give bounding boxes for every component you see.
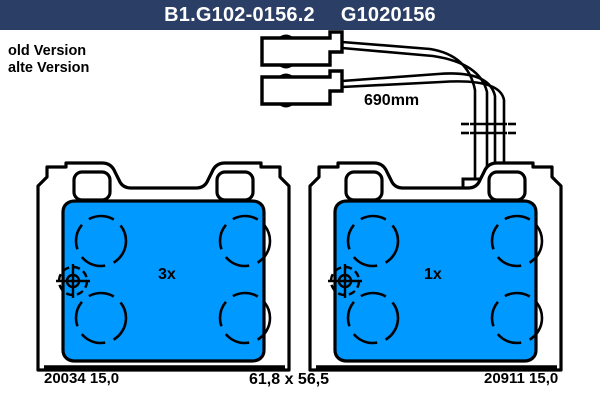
version-note: old Version alte Version	[8, 43, 89, 77]
right-pad-part-number-label: 20911 15,0	[484, 370, 559, 387]
pad-dimension-label: 61,8 x 56,5	[249, 371, 330, 388]
part-code-text: B1.G102-0156.2	[164, 3, 315, 26]
bore-marks-right	[346, 214, 544, 345]
retention-hole-right-2	[487, 170, 527, 202]
retention-hole-right-1	[344, 170, 384, 202]
left-pad-quantity-label: 3x	[158, 266, 176, 283]
target-crosshair-icon-right	[328, 264, 362, 298]
version-note-line-en: old Version	[8, 43, 87, 59]
brake-pad-left	[36, 161, 291, 372]
sensor-wire-bundle	[341, 40, 506, 186]
sensor-connector-upper	[260, 30, 344, 69]
sensor-connector-lower	[260, 69, 344, 108]
friction-material-left	[61, 199, 266, 363]
break-line-marker	[461, 122, 516, 135]
wear-sensor-assembly	[260, 30, 516, 191]
left-pad-part-number-label: 20034 15,0	[44, 370, 120, 387]
brake-pad-right	[308, 161, 563, 372]
friction-material-right	[333, 199, 538, 363]
reference-code-text: G1020156	[340, 3, 436, 26]
retention-hole-left-1	[72, 170, 112, 202]
wire-length-label: 690mm	[364, 92, 420, 109]
header-bar: B1.G102-0156.2 G1020156	[0, 0, 600, 30]
bore-marks-left	[74, 214, 272, 345]
right-pad-quantity-label: 1x	[424, 266, 442, 283]
version-note-line-de: alte Version	[8, 60, 90, 76]
retention-hole-left-2	[215, 170, 255, 202]
target-crosshair-icon-left	[56, 264, 90, 298]
